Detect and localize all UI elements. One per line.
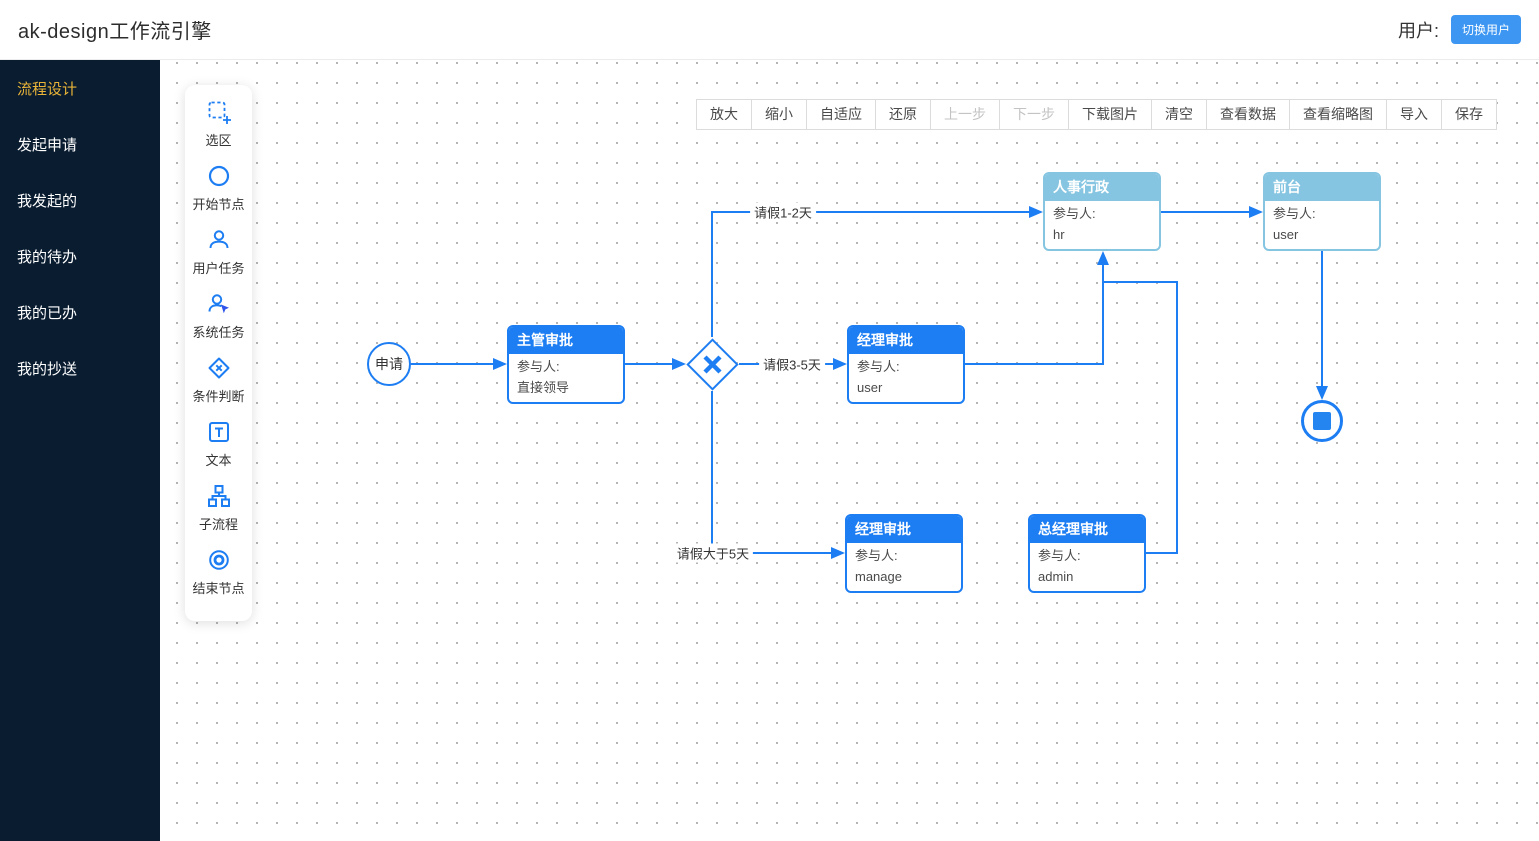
- participant-label: 参与人:: [1273, 206, 1316, 221]
- undo-button[interactable]: 上一步: [930, 99, 1000, 130]
- task-node-title: 经理审批: [847, 516, 961, 543]
- palette-item-label: 文本: [205, 453, 232, 468]
- task-node-supervisor-approval[interactable]: 主管审批 参与人: 直接领导: [507, 325, 625, 404]
- app-title: ak-design工作流引擎: [18, 21, 212, 43]
- sidebar-item-my-todo[interactable]: 我的待办: [17, 249, 78, 266]
- palette-item-condition[interactable]: 条件判断: [185, 355, 252, 405]
- zoom-out-button[interactable]: 缩小: [751, 99, 807, 130]
- end-node-square-icon: [1313, 412, 1331, 430]
- sidebar-item-my-initiated[interactable]: 我发起的: [17, 193, 78, 210]
- node-palette: 选区 开始节点 用户任务 系统任务: [185, 85, 252, 621]
- reset-button[interactable]: 还原: [875, 99, 931, 130]
- palette-item-label: 选区: [205, 133, 232, 148]
- clear-button[interactable]: 清空: [1151, 99, 1207, 130]
- participant-value: manage: [855, 569, 902, 584]
- end-node[interactable]: [1301, 400, 1343, 442]
- participant-label: 参与人:: [1053, 206, 1096, 221]
- task-node-body: 参与人: user: [1265, 201, 1379, 245]
- edge-gm-to-hr-join: [1104, 281, 1178, 554]
- sidebar-item-start-request[interactable]: 发起申请: [17, 137, 78, 154]
- palette-item-label: 开始节点: [192, 197, 245, 212]
- switch-user-button[interactable]: 切换用户: [1450, 15, 1521, 44]
- edge-manager-mid-to-hr: [965, 251, 1109, 365]
- task-node-body: 参与人: user: [849, 354, 963, 398]
- task-node-manager-approval-mid[interactable]: 经理审批 参与人: user: [847, 325, 965, 404]
- task-node-title: 总经理审批: [1030, 516, 1144, 543]
- participant-label: 参与人:: [1038, 548, 1081, 563]
- task-node-gm-approval[interactable]: 总经理审批 参与人: admin: [1028, 514, 1146, 593]
- view-data-button[interactable]: 查看数据: [1206, 99, 1290, 130]
- palette-item-label: 子流程: [198, 517, 238, 532]
- participant-label: 参与人:: [855, 548, 898, 563]
- download-image-button[interactable]: 下载图片: [1068, 99, 1152, 130]
- task-node-body: 参与人: admin: [1030, 543, 1144, 587]
- subprocess-icon: [207, 485, 230, 507]
- task-node-title: 经理审批: [849, 327, 963, 354]
- import-button[interactable]: 导入: [1386, 99, 1442, 130]
- start-node-icon: [208, 165, 229, 187]
- task-node-body: 参与人: 直接领导: [509, 354, 623, 398]
- task-node-body: 参与人: hr: [1045, 201, 1159, 245]
- participant-label: 参与人:: [857, 359, 900, 374]
- sidebar-item-my-done[interactable]: 我的已办: [17, 305, 78, 322]
- task-node-title: 主管审批: [509, 327, 623, 354]
- participant-value: admin: [1038, 569, 1074, 584]
- participant-value: hr: [1053, 227, 1065, 242]
- edge-label-leave-over-5-days: 请假大于5天: [672, 543, 754, 563]
- participant-value: user: [1273, 227, 1299, 242]
- fit-view-button[interactable]: 自适应: [806, 99, 876, 130]
- text-icon: [208, 422, 229, 442]
- palette-item-system-task[interactable]: 系统任务: [185, 291, 252, 341]
- edge-label-leave-3-5-days: 请假3-5天: [759, 354, 825, 374]
- palette-item-subprocess[interactable]: 子流程: [185, 483, 252, 533]
- task-node-title: 人事行政: [1045, 174, 1159, 201]
- sidebar-item-process-design[interactable]: 流程设计: [17, 81, 78, 98]
- edge-gateway-to-hr: [711, 206, 1043, 337]
- start-node-label: 申请: [375, 356, 403, 372]
- palette-item-label: 条件判断: [192, 389, 245, 404]
- zoom-in-button[interactable]: 放大: [696, 99, 752, 130]
- task-node-front-desk[interactable]: 前台 参与人: user: [1263, 172, 1381, 251]
- palette-item-label: 系统任务: [192, 325, 245, 340]
- task-node-title: 前台: [1265, 174, 1379, 201]
- marquee-select-icon: [208, 101, 231, 124]
- task-node-manager-approval-bottom[interactable]: 经理审批 参与人: manage: [845, 514, 963, 593]
- palette-item-label: 用户任务: [192, 261, 245, 276]
- participant-value: user: [857, 380, 883, 395]
- user-label: 用户:: [1397, 20, 1439, 41]
- system-task-icon: [208, 294, 229, 314]
- edge-gateway-to-manager-bottom: [711, 391, 845, 559]
- app-header: ak-design工作流引擎 用户: 切换用户: [0, 0, 1539, 60]
- palette-item-marquee[interactable]: 选区: [185, 99, 252, 149]
- start-node-apply[interactable]: 申请: [367, 342, 411, 386]
- header-user-area: 用户: 切换用户: [1398, 15, 1521, 44]
- task-node-body: 参与人: manage: [847, 543, 961, 587]
- palette-item-user-task[interactable]: 用户任务: [185, 227, 252, 277]
- palette-item-end-node[interactable]: 结束节点: [185, 547, 252, 597]
- palette-item-label: 结束节点: [192, 581, 245, 596]
- sidebar-item-my-cc[interactable]: 我的抄送: [17, 361, 78, 378]
- view-minimap-button[interactable]: 查看缩略图: [1289, 99, 1387, 130]
- user-task-icon: [209, 230, 228, 249]
- task-node-hr-admin[interactable]: 人事行政 参与人: hr: [1043, 172, 1161, 251]
- palette-item-text[interactable]: 文本: [185, 419, 252, 469]
- condition-icon: [208, 357, 229, 379]
- redo-button[interactable]: 下一步: [999, 99, 1069, 130]
- edge-label-leave-1-2-days: 请假1-2天: [750, 202, 816, 222]
- participant-label: 参与人:: [517, 359, 560, 374]
- canvas-toolbar: 放大 缩小 自适应 还原 上一步 下一步 下载图片 清空 查看数据 查看缩略图 …: [696, 99, 1497, 130]
- flow-canvas[interactable]: 请假1-2天 请假3-5天 请假大于5天 申请 主管审批 参与人: 直接领导 经…: [160, 60, 1539, 841]
- sidebar-nav: 流程设计 发起申请 我发起的 我的待办 我的已办 我的抄送: [0, 60, 160, 841]
- save-button[interactable]: 保存: [1441, 99, 1497, 130]
- palette-item-start-node[interactable]: 开始节点: [185, 163, 252, 213]
- end-node-icon: [208, 550, 229, 570]
- participant-value: 直接领导: [517, 380, 570, 395]
